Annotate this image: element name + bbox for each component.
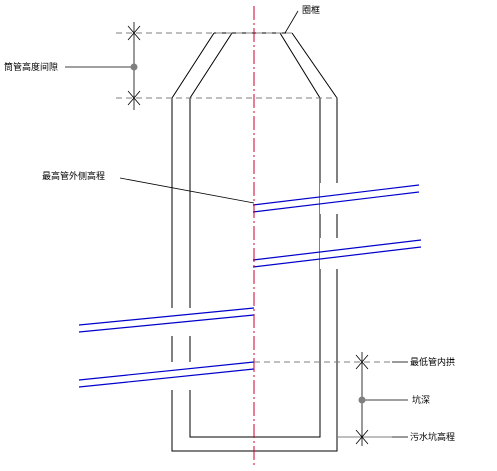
label-gap-height: 筒管高度间隙	[4, 61, 58, 73]
pipe-lower-left	[78, 361, 255, 388]
leader-lines	[119, 10, 299, 204]
gap-height-dot	[130, 63, 138, 71]
label-pit-depth: 坑深	[412, 394, 430, 406]
inner-wall	[189, 32, 321, 438]
reference-lines	[116, 32, 392, 363]
pipes	[78, 184, 422, 388]
pipe-upper-left	[78, 307, 255, 333]
pipe-upper-right	[252, 184, 420, 213]
top-ring-leader	[284, 10, 299, 34]
label-lowest-invert: 最低管内拱	[410, 356, 455, 368]
label-sewer-pit: 污水坑高程	[410, 431, 455, 443]
gap-height-dimension	[65, 22, 141, 110]
pipe-lower-right	[252, 239, 422, 268]
label-highest-outer: 最高管外侧高程	[42, 170, 105, 182]
pit-depth-dot	[358, 396, 366, 404]
highest-outer-leader	[119, 177, 255, 204]
pipe-openings	[170, 183, 340, 390]
label-top-ring: 圈框	[302, 4, 320, 16]
